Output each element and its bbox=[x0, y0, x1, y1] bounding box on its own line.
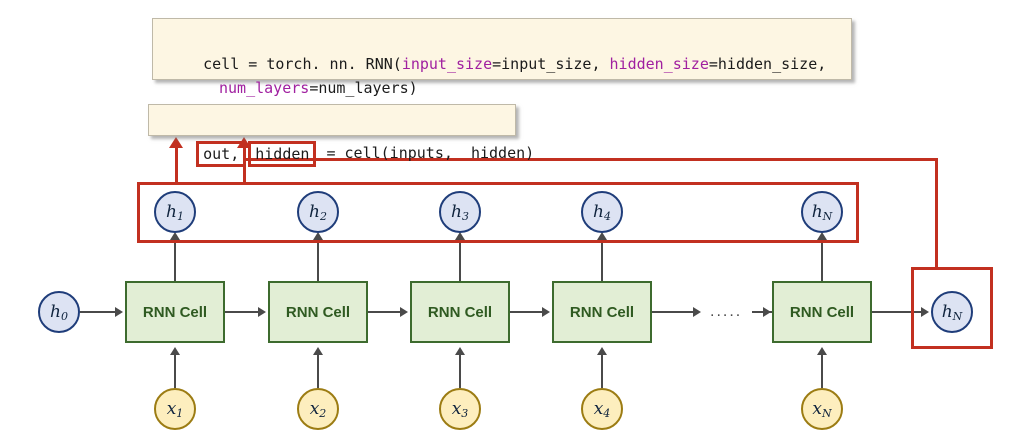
code-block-rnn-call: out,hidden = cell(inputs, hidden) bbox=[148, 104, 534, 167]
input-node-x2[interactable]: x2 bbox=[297, 388, 339, 430]
code-keyword-input-size: input_size bbox=[401, 55, 493, 73]
code-value-input-size: =input_size, bbox=[492, 55, 610, 73]
node-label: x2 bbox=[309, 398, 327, 420]
arrowhead-cell1-right bbox=[258, 307, 266, 317]
code-value-num-layers: =num_layers) bbox=[309, 79, 418, 97]
hidden-state-node-h2[interactable]: h2 bbox=[297, 191, 339, 233]
arrowhead-hn-up bbox=[817, 232, 827, 240]
arrowhead-xn-up bbox=[817, 347, 827, 355]
code-text-prefix: cell = torch. nn. RNN( bbox=[203, 55, 402, 73]
node-label: h3 bbox=[451, 201, 469, 223]
annotation-connector-hidden-horizontal bbox=[243, 158, 938, 161]
rnn-cell-2[interactable]: RNN Cell bbox=[268, 281, 368, 343]
edge-cell2-to-h2 bbox=[317, 240, 319, 283]
edge-h0-to-cell1 bbox=[80, 311, 117, 313]
edge-celln-to-hn bbox=[821, 240, 823, 283]
arrowhead-ellipsis-right bbox=[763, 307, 771, 317]
hidden-state-node-hn-top[interactable]: hN bbox=[801, 191, 843, 233]
arrowhead-h0-right bbox=[115, 307, 123, 317]
input-node-x4[interactable]: x4 bbox=[581, 388, 623, 430]
node-label: x4 bbox=[593, 398, 611, 420]
node-label: h2 bbox=[309, 201, 327, 223]
rnn-cell-3[interactable]: RNN Cell bbox=[410, 281, 510, 343]
hidden-state-node-h4[interactable]: h4 bbox=[581, 191, 623, 233]
node-label: xN bbox=[812, 398, 832, 420]
arrowhead-h4-up bbox=[597, 232, 607, 240]
hidden-state-node-h0[interactable]: h0 bbox=[38, 291, 80, 333]
annotation-connector-hidden-down bbox=[935, 158, 938, 268]
edge-cell4-to-h4 bbox=[601, 240, 603, 283]
edge-x3-to-cell3 bbox=[459, 355, 461, 388]
edge-xn-to-celln bbox=[821, 355, 823, 388]
arrowhead-x2-up bbox=[313, 347, 323, 355]
edge-cell2-to-cell3 bbox=[368, 311, 403, 313]
edge-cell1-to-h1 bbox=[174, 240, 176, 283]
rnn-cell-label: RNN Cell bbox=[427, 303, 493, 321]
edge-celln-to-hn-final bbox=[872, 311, 924, 313]
edge-cell4-to-ellipsis bbox=[652, 311, 696, 313]
arrowhead-celln-right bbox=[921, 307, 929, 317]
edge-x1-to-cell1 bbox=[174, 355, 176, 388]
annotation-frame-outputs bbox=[137, 182, 859, 243]
code-block-rnn-constructor: cell = torch. nn. RNN(input_size=input_s… bbox=[152, 18, 852, 97]
rnn-cell-n[interactable]: RNN Cell bbox=[772, 281, 872, 343]
node-label: x3 bbox=[451, 398, 469, 420]
rnn-cell-label: RNN Cell bbox=[285, 303, 351, 321]
annotation-connector-hidden-vertical bbox=[243, 158, 246, 184]
input-node-xn[interactable]: xN bbox=[801, 388, 843, 430]
hidden-state-node-hn-final[interactable]: hN bbox=[931, 291, 973, 333]
code-keyword-num-layers: num_layers bbox=[219, 79, 310, 97]
edge-x4-to-cell4 bbox=[601, 355, 603, 388]
input-node-x3[interactable]: x3 bbox=[439, 388, 481, 430]
edge-x2-to-cell2 bbox=[317, 355, 319, 388]
ellipsis-label: ..... bbox=[710, 303, 743, 320]
code-keyword-hidden-size: hidden_size bbox=[609, 55, 709, 73]
node-label: hN bbox=[811, 201, 833, 223]
arrowhead-x3-up bbox=[455, 347, 465, 355]
arrowhead-h1-up bbox=[170, 232, 180, 240]
highlight-hidden-token: hidden bbox=[248, 141, 317, 167]
input-node-x1[interactable]: x1 bbox=[154, 388, 196, 430]
rnn-cell-1[interactable]: RNN Cell bbox=[125, 281, 225, 343]
annotation-frame-final-hidden bbox=[911, 267, 993, 349]
arrowhead-x1-up bbox=[170, 347, 180, 355]
arrowhead-cell2-right bbox=[400, 307, 408, 317]
arrowhead-cell4-right bbox=[693, 307, 701, 317]
rnn-cell-label: RNN Cell bbox=[142, 303, 208, 321]
rnn-cell-label: RNN Cell bbox=[569, 303, 635, 321]
code-value-hidden-size: =hidden_size, bbox=[708, 55, 827, 73]
highlight-out-token: out, bbox=[196, 141, 247, 167]
node-label: h4 bbox=[593, 201, 611, 223]
annotation-connector-out-vertical bbox=[175, 148, 178, 184]
node-label: h0 bbox=[50, 301, 68, 323]
node-label: x1 bbox=[166, 398, 184, 420]
edge-cell3-to-h3 bbox=[459, 240, 461, 283]
hidden-state-node-h1[interactable]: h1 bbox=[154, 191, 196, 233]
hidden-state-node-h3[interactable]: h3 bbox=[439, 191, 481, 233]
code-call-rest: = cell(inputs, hidden) bbox=[317, 144, 535, 162]
arrowhead-x4-up bbox=[597, 347, 607, 355]
arrowhead-cell3-right bbox=[542, 307, 550, 317]
arrowhead-h2-up bbox=[313, 232, 323, 240]
annotation-arrow-out bbox=[169, 137, 183, 148]
node-label: hN bbox=[941, 301, 963, 323]
node-label: h1 bbox=[166, 201, 184, 223]
rnn-cell-4[interactable]: RNN Cell bbox=[552, 281, 652, 343]
rnn-cell-label: RNN Cell bbox=[789, 303, 855, 321]
arrowhead-h3-up bbox=[455, 232, 465, 240]
edge-cell1-to-cell2 bbox=[225, 311, 260, 313]
edge-cell3-to-cell4 bbox=[510, 311, 545, 313]
